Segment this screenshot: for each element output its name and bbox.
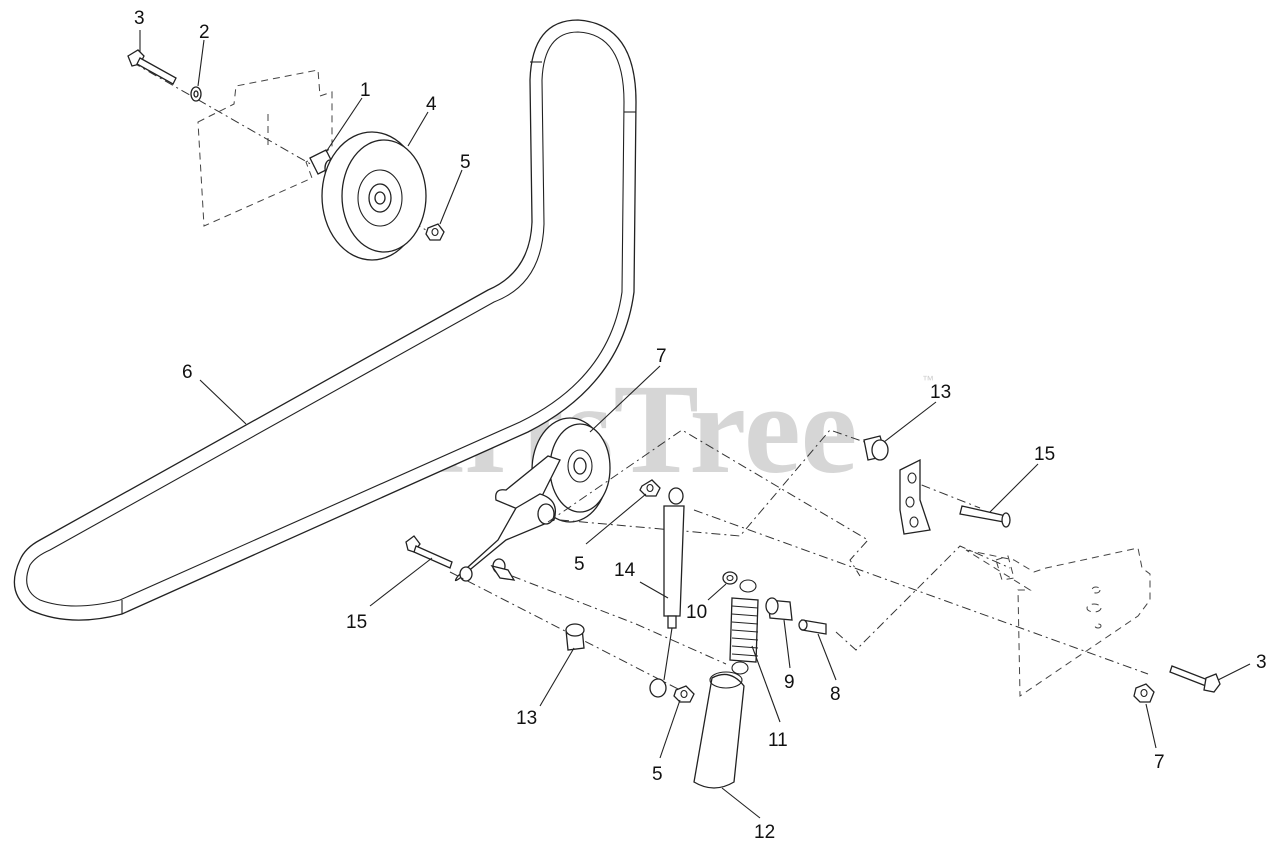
right-mounting-bracket xyxy=(965,547,1151,697)
upper-nut[interactable] xyxy=(425,223,445,241)
callout-15-right: 15 xyxy=(1034,444,1055,465)
idler-pulley-upper[interactable] xyxy=(321,131,427,261)
middle-nut[interactable] xyxy=(639,479,661,497)
callout-labels: 3 2 1 4 5 6 7 13 15 15 5 14 10 9 8 11 13… xyxy=(134,8,1267,843)
extension-spring[interactable] xyxy=(729,579,759,675)
upper-mounting-bracket xyxy=(197,69,333,227)
callout-5-middle: 5 xyxy=(574,554,585,575)
small-nut[interactable] xyxy=(722,571,738,585)
callout-8: 8 xyxy=(830,684,841,705)
link-bracket[interactable] xyxy=(899,458,931,535)
right-long-bolt[interactable] xyxy=(1169,665,1221,693)
washer[interactable] xyxy=(190,86,202,102)
right-bolt[interactable] xyxy=(959,505,1011,528)
pin[interactable] xyxy=(798,619,827,635)
callout-7-nut: 7 xyxy=(1154,752,1165,773)
callout-3-right: 3 xyxy=(1256,652,1267,673)
watermark-trademark: ™ xyxy=(922,373,934,387)
callout-5-upper: 5 xyxy=(460,152,471,173)
idler-pulley-lower[interactable] xyxy=(531,417,611,523)
callout-13-lower: 13 xyxy=(516,708,537,729)
spacer-lower[interactable] xyxy=(565,623,585,651)
lower-nut[interactable] xyxy=(673,685,695,703)
callout-5-lower: 5 xyxy=(652,764,663,785)
upper-bolt[interactable] xyxy=(127,49,177,85)
left-bolt[interactable] xyxy=(405,535,453,569)
spacer-upper[interactable] xyxy=(863,435,889,461)
callout-2: 2 xyxy=(199,22,210,43)
callout-6: 6 xyxy=(182,362,193,383)
callout-15-left: 15 xyxy=(346,612,367,633)
callout-14: 14 xyxy=(614,560,636,581)
callout-9: 9 xyxy=(784,672,795,693)
callout-4: 4 xyxy=(426,94,437,115)
idler-arm[interactable] xyxy=(454,455,561,582)
callout-11: 11 xyxy=(768,730,788,751)
callout-13-upper: 13 xyxy=(930,382,951,403)
spring-sleeve[interactable] xyxy=(693,671,745,789)
callout-7-pulley: 7 xyxy=(656,346,667,367)
callout-12: 12 xyxy=(754,822,775,843)
callout-3-upper: 3 xyxy=(134,8,145,29)
upper-axis-line xyxy=(131,61,441,239)
leader-lines xyxy=(139,30,1251,819)
bushing[interactable] xyxy=(765,597,793,621)
right-nut[interactable] xyxy=(1133,683,1155,703)
callout-10: 10 xyxy=(686,602,707,623)
lower-axis-lines xyxy=(449,429,1149,691)
damper[interactable] xyxy=(649,487,685,698)
belt[interactable] xyxy=(13,19,637,621)
callout-1: 1 xyxy=(360,80,371,101)
